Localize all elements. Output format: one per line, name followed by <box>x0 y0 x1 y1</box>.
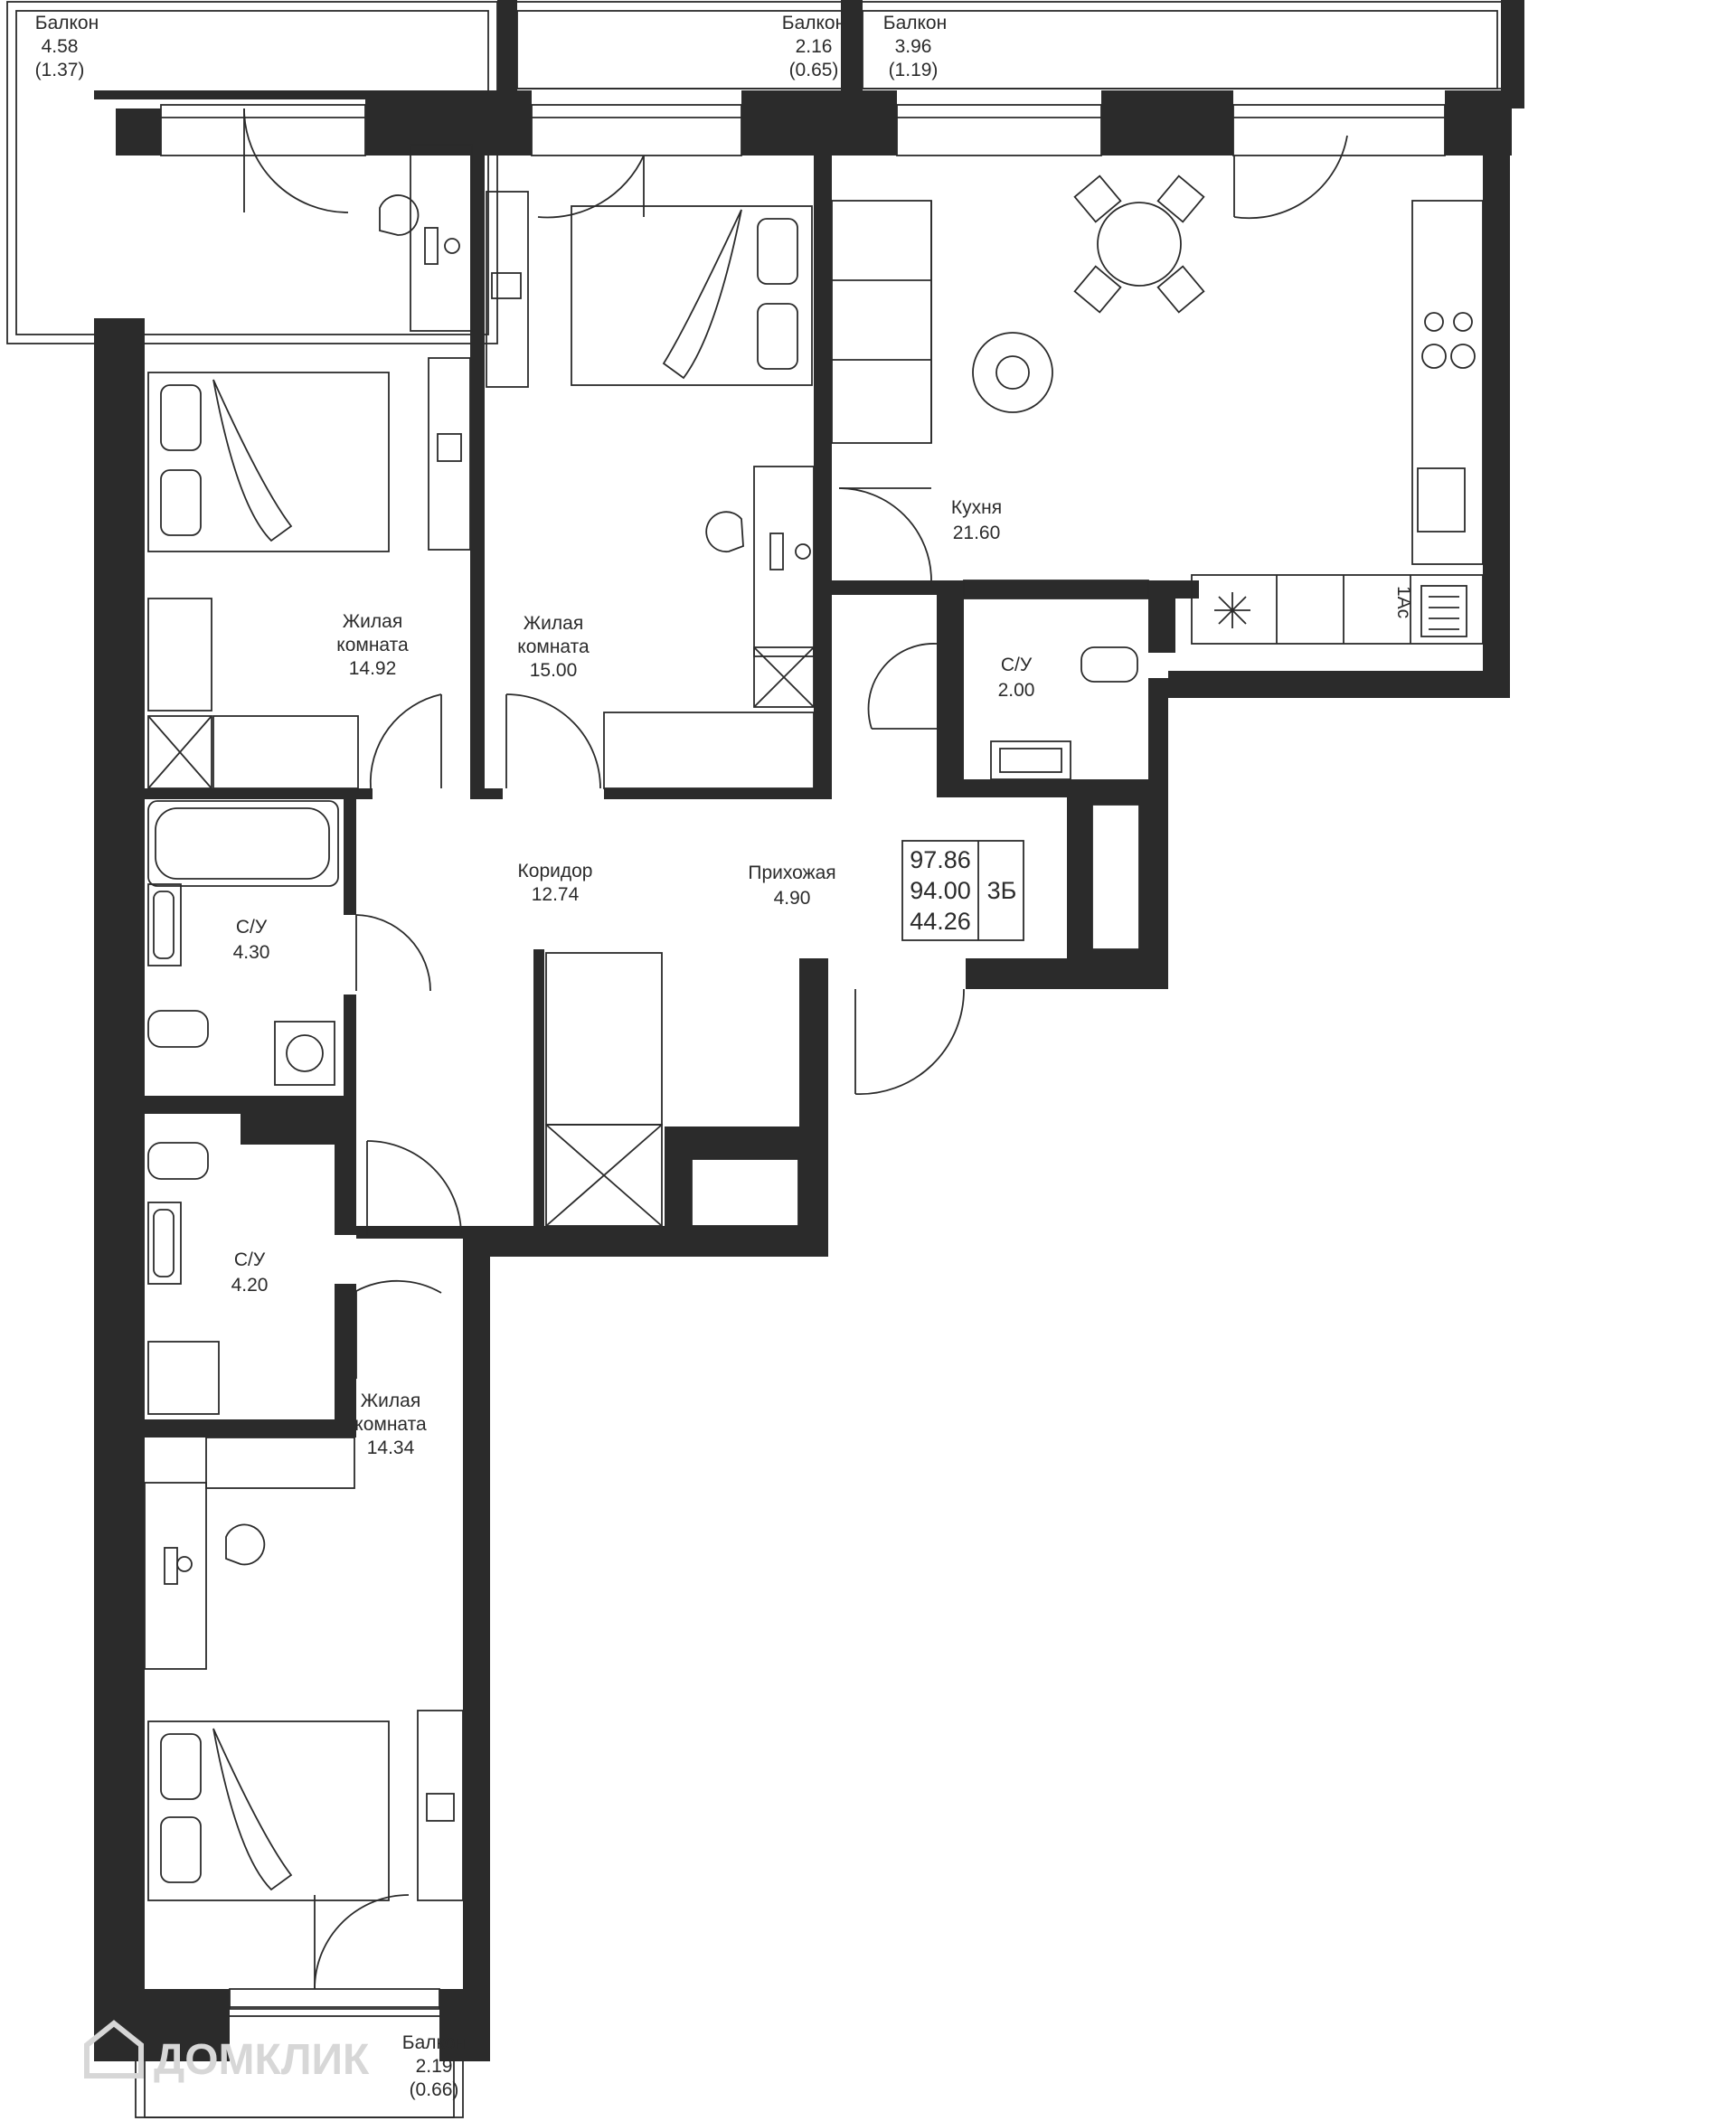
shaft <box>1091 804 1140 950</box>
doors <box>243 108 1348 1990</box>
label-living-1: Жилая комната 14.92 <box>336 611 409 679</box>
label-bath-2: С/У 4.30 <box>233 917 270 963</box>
svg-text:Коридор: Коридор <box>518 861 593 881</box>
svg-text:Кухня: Кухня <box>951 497 1002 518</box>
label-bath-3: С/У 4.20 <box>231 1249 269 1296</box>
svg-text:С/У: С/У <box>236 917 268 938</box>
svg-text:4.58: 4.58 <box>42 36 79 57</box>
svg-text:4.20: 4.20 <box>231 1275 269 1296</box>
house-logo-icon <box>84 2020 144 2079</box>
label-corridor: Коридор 12.74 <box>518 861 593 905</box>
storage-niche <box>691 1158 799 1227</box>
svg-text:Балкон: Балкон <box>883 13 947 33</box>
label-living-2: Жилая комната 15.00 <box>517 613 590 681</box>
svg-text:С/У: С/У <box>234 1249 266 1270</box>
svg-text:Жилая: Жилая <box>524 613 583 634</box>
svg-text:14.92: 14.92 <box>349 658 397 679</box>
svg-text:15.00: 15.00 <box>530 660 578 681</box>
svg-text:(1.37): (1.37) <box>35 60 85 80</box>
svg-text:Балкон: Балкон <box>35 13 99 33</box>
apartment-area: 94.00 <box>910 877 971 904</box>
svg-text:Балкон: Балкон <box>782 13 845 33</box>
furniture <box>144 144 1484 1901</box>
label-balcony-4: Балкон 2.19 (0.66) <box>402 2032 466 2100</box>
svg-text:(1.19): (1.19) <box>889 60 939 80</box>
svg-text:комната: комната <box>354 1414 427 1435</box>
svg-text:21.60: 21.60 <box>953 523 1001 543</box>
svg-text:12.74: 12.74 <box>532 884 580 905</box>
svg-text:2.19: 2.19 <box>416 2056 453 2077</box>
watermark: ДОМКЛИК <box>84 2020 370 2084</box>
svg-text:4.90: 4.90 <box>774 888 811 909</box>
svg-text:Прихожая: Прихожая <box>748 863 835 883</box>
svg-text:(0.65): (0.65) <box>789 60 839 80</box>
balcony-outlines <box>6 1 1507 2118</box>
svg-text:комната: комната <box>336 635 409 655</box>
label-hallway: Прихожая 4.90 <box>748 863 835 909</box>
svg-text:Балкон: Балкон <box>402 2032 466 2053</box>
walls <box>94 0 1524 2061</box>
svg-text:комната: комната <box>517 636 590 657</box>
watermark-text: ДОМКЛИК <box>154 2036 370 2084</box>
svg-text:Жилая: Жилая <box>343 611 402 632</box>
label-living-3: Жилая комната 14.34 <box>354 1390 427 1458</box>
area-summary: 97.86 94.00 44.26 3Б <box>901 840 1024 941</box>
svg-text:4.30: 4.30 <box>233 942 270 963</box>
total-area: 97.86 <box>910 846 971 873</box>
label-bath-1: С/У 2.00 <box>998 655 1035 701</box>
svg-text:2.00: 2.00 <box>998 680 1035 701</box>
room-count: 3Б <box>987 877 1017 904</box>
windows <box>160 104 1446 2010</box>
label-kitchen: Кухня 21.60 <box>951 497 1002 543</box>
kitchen-tag: 1Ас <box>1393 586 1414 618</box>
svg-text:2.16: 2.16 <box>796 36 833 57</box>
svg-text:14.34: 14.34 <box>367 1438 415 1458</box>
living-area: 44.26 <box>910 908 971 935</box>
label-balcony-2: Балкон 2.16 (0.65) <box>782 13 845 80</box>
svg-text:Жилая: Жилая <box>361 1390 420 1411</box>
svg-text:(0.66): (0.66) <box>410 2079 459 2100</box>
svg-text:С/У: С/У <box>1001 655 1033 675</box>
label-balcony-3: Балкон 3.96 (1.19) <box>883 13 947 80</box>
label-balcony-1: Балкон 4.58 (1.37) <box>35 13 99 80</box>
svg-text:3.96: 3.96 <box>895 36 932 57</box>
